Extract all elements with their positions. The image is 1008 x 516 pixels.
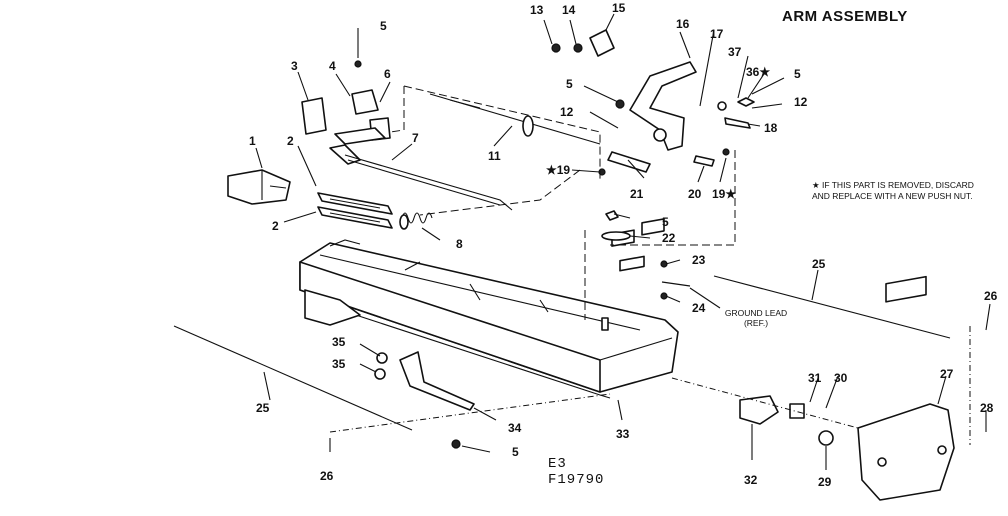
callout-13: 13 [530,3,544,17]
replacement-note: ★ IF THIS PART IS REMOVED, DISCARD AND R… [812,180,974,201]
diagram-title: ARM ASSEMBLY [782,8,908,25]
callout-5e: 5 [512,445,519,459]
callout-14: 14 [562,3,576,17]
callout-26a: 26 [320,469,334,483]
callout-33: 33 [616,427,630,441]
callout-30: 30 [834,371,848,385]
callout-35a: 35 [332,335,346,349]
handle [227,169,291,205]
callout-35b: 35 [332,357,346,371]
callout-23: 23 [692,253,706,267]
latch [301,97,327,135]
arm-housing [299,218,679,399]
end-cap [857,275,955,501]
callout-25b: 25 [812,257,826,271]
yoke [629,61,697,151]
lever-rod [329,144,513,211]
callout-6: 6 [384,67,391,81]
callout-1: 1 [249,134,256,148]
callout-12b: 12 [794,95,808,109]
callout-22: 22 [662,231,676,245]
spring [399,212,433,230]
callout-numbers: 1 2 2 3 4 5 5 5 5 5 6 7 8 11 12 12 13 14… [249,1,998,489]
callout-29: 29 [818,475,832,489]
bracket [334,89,391,145]
slides [317,192,393,229]
callout-2b: 2 [272,219,279,233]
callout-19a: ★19 [546,163,570,177]
callout-11: 11 [488,149,501,163]
diagram-code-f19790: F19790 [548,472,605,488]
hardware [354,29,755,449]
callout-2a: 2 [287,134,294,148]
callout-31: 31 [808,371,822,385]
callout-7: 7 [412,131,419,145]
bracket-plate [399,351,475,411]
callout-36: 36★ [746,65,770,79]
shaft [429,93,601,145]
callout-4: 4 [329,59,336,73]
callout-19b: 19★ [712,187,736,201]
callout-5d: 5 [662,215,669,229]
callout-32: 32 [744,473,758,487]
callout-37: 37 [728,45,742,59]
callout-24: 24 [692,301,706,315]
callout-28: 28 [980,401,994,415]
rod-right [713,275,951,339]
callout-15: 15 [612,1,626,15]
ground-lead-label: GROUND LEAD (REF.) [724,308,788,328]
callout-17: 17 [710,27,724,41]
callout-27: 27 [940,367,954,381]
switch [739,395,834,446]
callout-25a: 25 [256,401,270,415]
callout-8: 8 [456,237,463,251]
callout-5c: 5 [794,67,801,81]
callout-26b: 26 [984,289,998,303]
callout-5a: 5 [380,19,387,33]
callout-16: 16 [676,17,690,31]
callout-18: 18 [764,121,778,135]
callout-21: 21 [630,187,644,201]
rod-left [173,325,413,431]
callout-20: 20 [688,187,702,201]
diagram-code-e3: E3 [548,456,567,472]
callout-34: 34 [508,421,522,435]
callout-3: 3 [291,59,298,73]
callout-12a: 12 [560,105,574,119]
callout-5b: 5 [566,77,573,91]
leader-lines [255,13,991,470]
